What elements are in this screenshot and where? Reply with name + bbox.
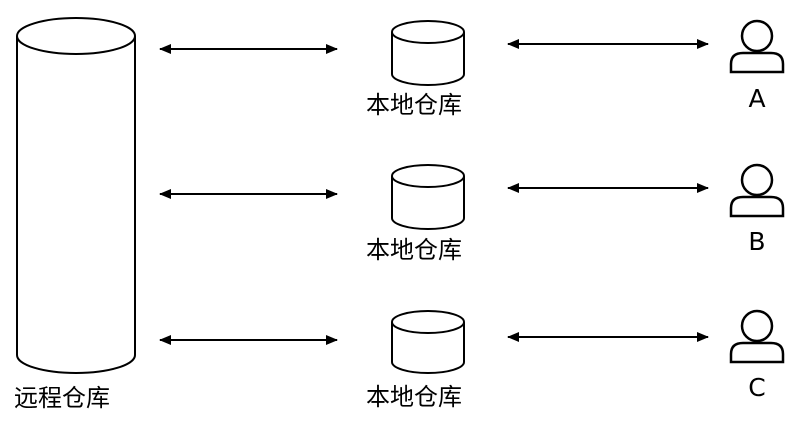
local-repository-icon-b	[391, 164, 465, 230]
remote-repository-icon	[16, 17, 136, 374]
local-repository-label-a: 本地仓库	[366, 91, 462, 119]
user-icon-c	[729, 309, 785, 364]
remote-repository-label: 远程仓库	[14, 384, 110, 412]
user-icon-b	[729, 163, 785, 218]
user-icon-a	[729, 19, 785, 74]
user-label-a: A	[748, 84, 766, 113]
local-repository-label-c: 本地仓库	[366, 383, 462, 411]
user-label-b: B	[748, 227, 766, 256]
local-repository-icon-a	[391, 20, 465, 86]
local-repository-label-b: 本地仓库	[366, 236, 462, 264]
user-label-c: C	[748, 373, 766, 402]
local-repository-icon-c	[391, 310, 465, 374]
